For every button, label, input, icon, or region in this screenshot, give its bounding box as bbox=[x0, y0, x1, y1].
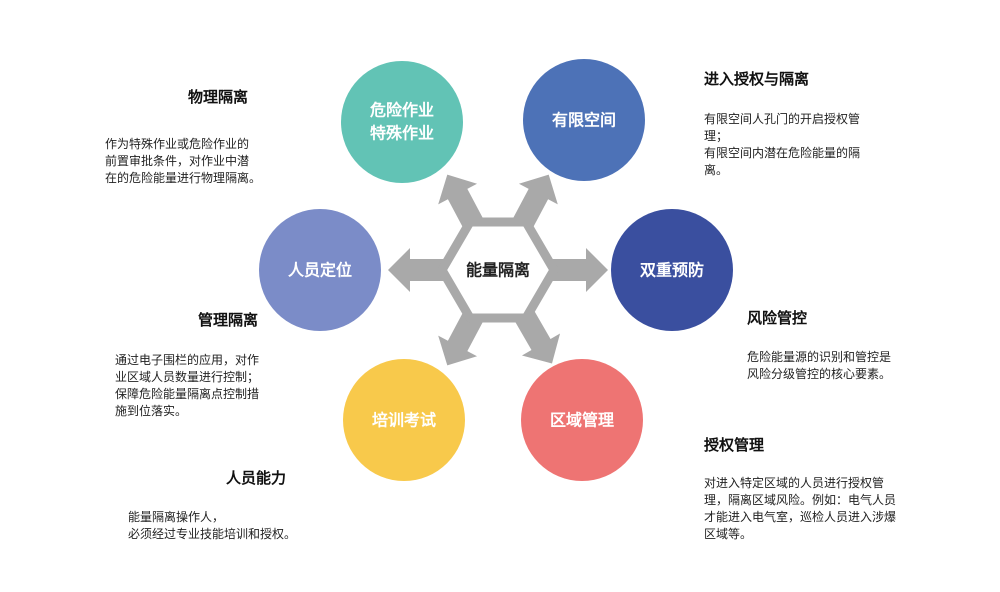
circle-hazardous-work bbox=[341, 61, 463, 183]
block-title-entry-authorization: 进入授权与隔离 bbox=[704, 70, 810, 88]
block-text-management-isolation: 通过电子围栏的应用，对作 业区域人员数量进行控制； 保障危险能量隔离点控制措 施… bbox=[115, 353, 260, 418]
center-label: 能量隔离 bbox=[466, 261, 530, 280]
center-hexagon bbox=[437, 217, 559, 323]
block-title-risk-control: 风险管控 bbox=[747, 309, 808, 327]
block-text-entry-authorization: 有限空间人孔门的开启授权管 理； 有限空间内潜在危险能量的隔 离。 bbox=[704, 112, 861, 177]
circle-personnel-positioning-label: 人员定位 bbox=[288, 261, 352, 280]
circle-training-exam-label: 培训考试 bbox=[372, 411, 436, 430]
block-title-authorization-management: 授权管理 bbox=[704, 436, 765, 454]
circle-area-management bbox=[521, 359, 643, 481]
circle-dual-prevention bbox=[611, 209, 733, 331]
circle-training-exam bbox=[343, 359, 465, 481]
circle-confined-space bbox=[523, 59, 645, 181]
circle-personnel-positioning bbox=[259, 209, 381, 331]
circle-hazardous-work-line1: 危险作业 bbox=[370, 101, 434, 120]
block-title-physical-isolation: 物理隔离 bbox=[188, 88, 249, 106]
circle-dual-prevention-label: 双重预防 bbox=[640, 261, 704, 280]
block-text-risk-control: 危险能量源的识别和管控是 风险分级管控的核心要素。 bbox=[747, 350, 892, 381]
block-title-personnel-capability: 人员能力 bbox=[226, 469, 287, 487]
circles: 危险作业 特殊作业 有限空间 双重预防 区域管理 培训考试 人员定位 bbox=[259, 59, 733, 481]
circle-hazardous-work-line2: 特殊作业 bbox=[370, 124, 434, 143]
circle-area-management-label: 区域管理 bbox=[550, 411, 614, 430]
block-text-personnel-capability: 能量隔离操作人， 必须经过专业技能培训和授权。 bbox=[128, 510, 297, 541]
block-text-authorization-management: 对进入特定区域的人员进行授权管 理，隔离区域风险。例如：电气人员 才能进入电气室… bbox=[704, 476, 897, 541]
block-text-physical-isolation: 作为特殊作业或危险作业的 前置审批条件，对作业中潜 在的危险能量进行物理隔离。 bbox=[105, 137, 262, 185]
block-title-management-isolation: 管理隔离 bbox=[198, 311, 259, 329]
circle-confined-space-label: 有限空间 bbox=[552, 111, 616, 130]
